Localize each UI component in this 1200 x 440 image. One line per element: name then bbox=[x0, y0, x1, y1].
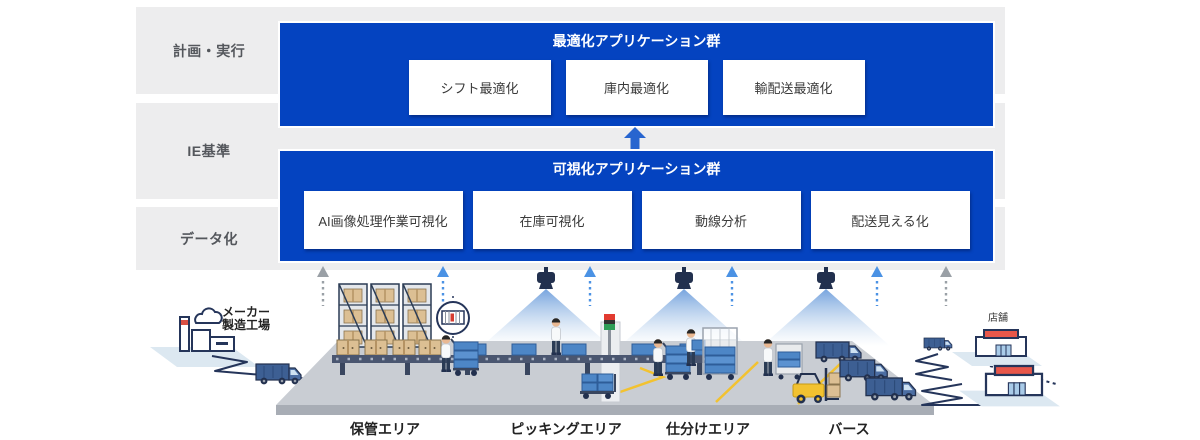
app-box-flow-line-analysis: 動線分析 bbox=[641, 191, 801, 249]
optimization-panel: 最適化アプリケーション群 シフト最適化 庫内最適化 輸配送最適化 bbox=[280, 23, 993, 126]
up-flow-arrow-icon bbox=[624, 127, 646, 151]
area-label-berth: バース bbox=[828, 421, 870, 437]
factory-label: メーカー 製造工場 bbox=[222, 306, 270, 332]
up-arrow-blue-icon bbox=[869, 264, 885, 308]
storage-racks bbox=[338, 283, 432, 348]
optimization-app-row: シフト最適化 庫内最適化 輸配送最適化 bbox=[280, 60, 993, 115]
factory-label-line2: 製造工場 bbox=[222, 318, 271, 332]
app-box-delivery-visualization: 配送見える化 bbox=[810, 191, 970, 249]
camera-icon bbox=[762, 267, 890, 346]
picking-cart-icon bbox=[450, 338, 480, 377]
app-box-warehouse-optimization: 庫内最適化 bbox=[565, 60, 708, 115]
delivery-truck-icon bbox=[923, 337, 953, 352]
forklift-icon bbox=[792, 368, 841, 404]
signal-tower-icon bbox=[604, 314, 615, 355]
factory-label-line1: メーカー bbox=[222, 305, 271, 319]
layer-label-plan-execute: 計画・実行 bbox=[172, 42, 246, 59]
app-box-transport-optimization: 輸配送最適化 bbox=[722, 60, 865, 115]
up-arrow-blue-icon bbox=[435, 264, 451, 308]
factory-icon bbox=[150, 307, 259, 367]
up-arrow-gray-icon bbox=[938, 264, 954, 308]
flat-trolley-icon bbox=[580, 373, 616, 399]
optimization-panel-title: 最適化アプリケーション群 bbox=[552, 33, 721, 49]
route-line-delivery bbox=[915, 353, 953, 381]
store-icon bbox=[957, 364, 1062, 408]
store-label: 店舗 bbox=[988, 313, 1008, 324]
visualization-panel: 可視化アプリケーション群 AI画像処理作業可視化 在庫可視化 動線分析 配送見え… bbox=[280, 151, 993, 261]
camera-icon bbox=[482, 267, 610, 346]
roll-cage-icon bbox=[702, 327, 738, 380]
up-arrow-gray-icon bbox=[315, 264, 331, 308]
app-box-inventory-visualization: 在庫可視化 bbox=[472, 191, 632, 249]
visualization-panel-title: 可視化アプリケーション群 bbox=[552, 161, 721, 177]
app-box-ai-image-work-visualization: AI画像処理作業可視化 bbox=[303, 191, 463, 249]
layer-label-ie-standard: IE基準 bbox=[187, 143, 231, 159]
up-arrow-blue-icon bbox=[582, 264, 598, 308]
small-roll-cage-icon bbox=[775, 343, 803, 380]
layer-label-data: データ化 bbox=[180, 230, 238, 247]
inbound-truck-icon bbox=[255, 363, 302, 385]
area-label-storage: 保管エリア bbox=[350, 421, 420, 437]
app-box-shift-optimization: シフト最適化 bbox=[408, 60, 551, 115]
up-arrow-blue-icon bbox=[724, 264, 740, 308]
inventory-detail-magnifier-icon bbox=[436, 296, 470, 340]
warehouse-illustration bbox=[150, 264, 1062, 415]
area-label-sorting: 仕分けエリア bbox=[666, 421, 750, 437]
area-label-picking: ピッキングエリア bbox=[510, 421, 622, 437]
visualization-app-row: AI画像処理作業可視化 在庫可視化 動線分析 配送見える化 bbox=[280, 191, 993, 249]
route-line-outbound bbox=[921, 383, 1008, 406]
store-icon bbox=[951, 329, 1043, 367]
